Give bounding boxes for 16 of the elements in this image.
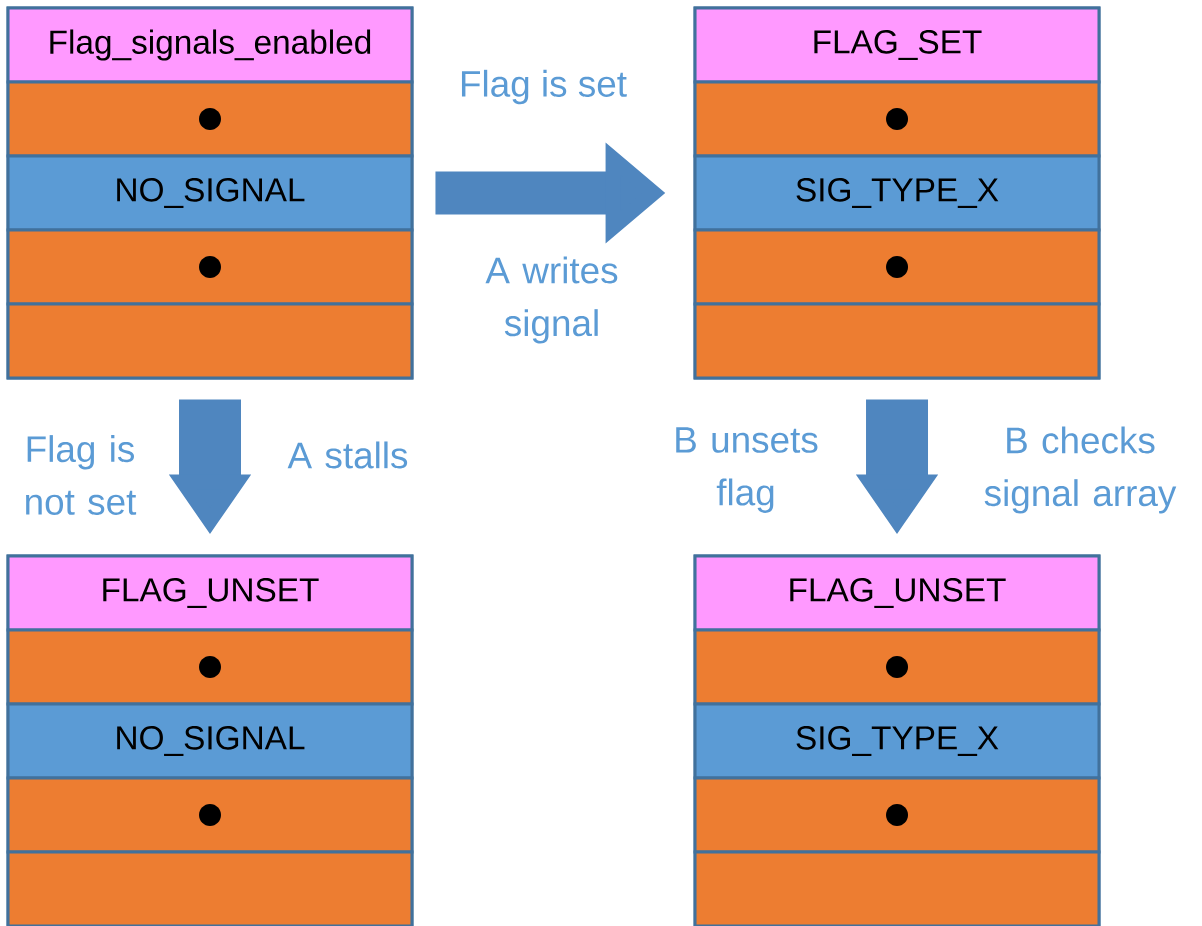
annotation-text: B unsets flag — [676, 427, 818, 513]
edge-label: Flag is set — [461, 69, 627, 105]
annotation-text: A writes signal — [485, 256, 618, 344]
array-cell: FLAG_UNSET — [693, 554, 1101, 632]
annotation-text: Flag is not set — [26, 435, 137, 515]
array-cell — [693, 850, 1101, 926]
array-cell — [6, 628, 414, 706]
array-cell — [6, 776, 414, 854]
array-cell: SIG_TYPE_X — [693, 702, 1101, 780]
annotation-text: A stalls — [287, 441, 408, 469]
array-cell — [693, 776, 1101, 854]
array-cell — [6, 850, 414, 926]
array-cell: NO_SIGNAL — [6, 702, 414, 780]
array-cell — [693, 628, 1101, 706]
annotation-text: B checks signal array — [984, 426, 1177, 514]
array-cell: FLAG_UNSET — [6, 554, 414, 632]
